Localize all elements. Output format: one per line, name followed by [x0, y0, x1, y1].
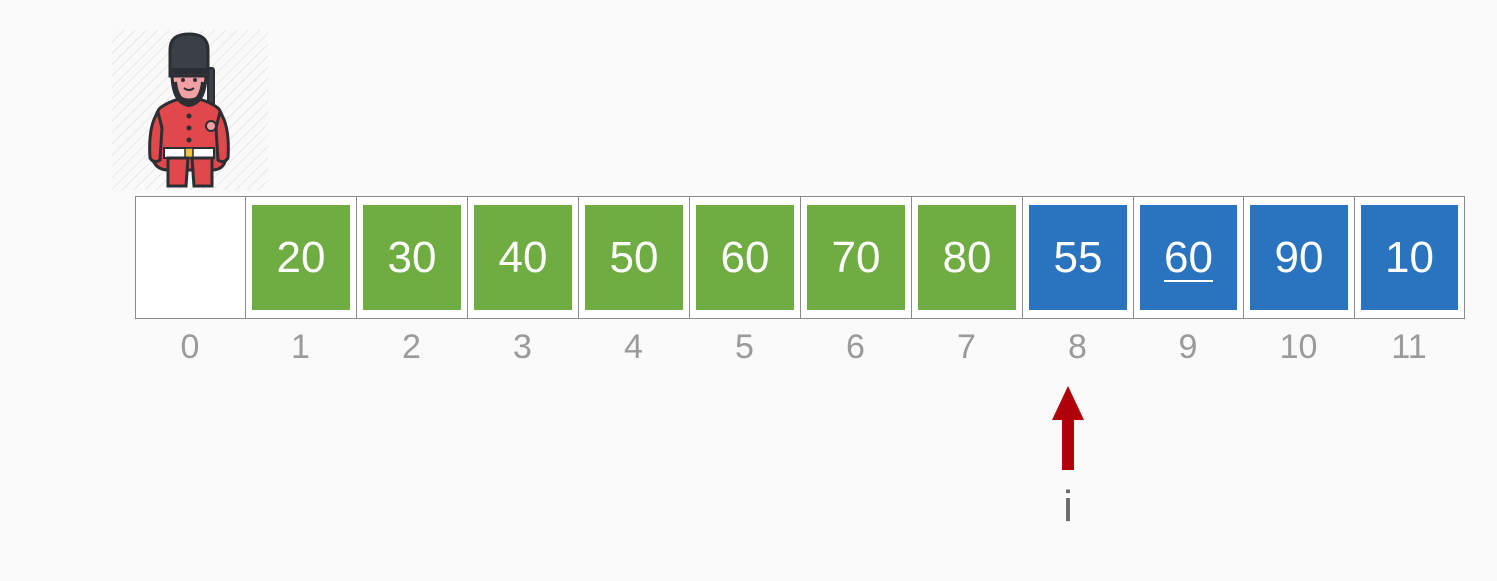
array-cell-2: 30 [356, 196, 467, 319]
array: 20 30 40 50 60 70 80 55 60 90 10 [135, 196, 1465, 319]
index-label: 4 [624, 328, 643, 366]
index-label: 6 [846, 328, 865, 366]
array-value-box: 10 [1361, 205, 1458, 310]
array-cell-0 [135, 196, 245, 319]
index-label: 1 [291, 328, 310, 366]
array-value: 20 [276, 232, 326, 282]
royal-guard-icon [112, 30, 268, 190]
index-label: 10 [1279, 328, 1318, 366]
array-cell-4: 50 [578, 196, 689, 319]
array-value: 55 [1053, 232, 1103, 282]
array-value-box: 20 [252, 205, 350, 310]
index-labels: 0 1 2 3 4 5 6 7 8 9 10 11 [135, 328, 1464, 367]
array-value: 60 [1164, 232, 1213, 282]
array-value-box: 90 [1250, 205, 1348, 310]
array-value-box: 70 [807, 205, 905, 310]
array-cell-5: 60 [689, 196, 800, 319]
index-label: 5 [735, 328, 754, 366]
index-label: 0 [180, 328, 200, 366]
index-label: 11 [1391, 328, 1427, 366]
array-cell-11: 10 [1354, 196, 1465, 319]
array-value-box: 60 [1140, 205, 1237, 310]
array-value: 60 [720, 232, 770, 282]
array-value: 40 [498, 232, 548, 282]
index-label: 9 [1178, 328, 1198, 366]
array-value: 30 [387, 232, 437, 282]
index-label: 8 [1068, 328, 1087, 366]
array-value-box: 30 [363, 205, 461, 310]
index-label: 2 [402, 328, 421, 366]
array-cell-10: 90 [1243, 196, 1354, 319]
array-value-box: 50 [585, 205, 683, 310]
array-cell-9: 60 [1133, 196, 1243, 319]
array-cell-1: 20 [245, 196, 356, 319]
array-value: 10 [1385, 232, 1434, 282]
pointer-arrow-shaft [1062, 418, 1074, 470]
array-cell-3: 40 [467, 196, 578, 319]
array-cell-7: 80 [911, 196, 1022, 319]
pointer-arrow-icon [1052, 386, 1084, 470]
array-value: 70 [831, 232, 881, 282]
array-value: 50 [609, 232, 659, 282]
index-label: 7 [957, 328, 976, 366]
array-value-box: 80 [918, 205, 1016, 310]
pointer-arrow-head [1052, 386, 1084, 420]
index-label: 3 [513, 328, 532, 366]
array-value-box: 55 [1029, 205, 1127, 310]
pointer-label: i [1063, 482, 1073, 531]
array-cell-8: 55 [1022, 196, 1133, 319]
array-value-box: 60 [696, 205, 794, 310]
array-cell-6: 70 [800, 196, 911, 319]
array-value: 90 [1274, 232, 1324, 282]
array-value: 80 [942, 232, 992, 282]
array-value-box: 40 [474, 205, 572, 310]
